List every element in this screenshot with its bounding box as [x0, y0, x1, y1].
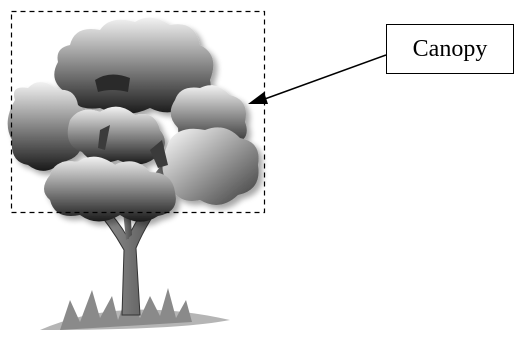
foliage-top-clump — [54, 17, 214, 114]
pointer-arrow — [248, 54, 387, 104]
foliage-left-clump — [7, 81, 87, 171]
tree-illustration — [7, 17, 259, 330]
canopy-bounding-box — [10, 10, 266, 214]
canopy-foliage — [7, 17, 259, 222]
foliage-center-clump — [67, 106, 165, 165]
foliage-right-lower-clump — [162, 127, 259, 205]
foliage-bottom-clump — [44, 156, 176, 222]
canopy-label: Canopy — [386, 24, 514, 74]
